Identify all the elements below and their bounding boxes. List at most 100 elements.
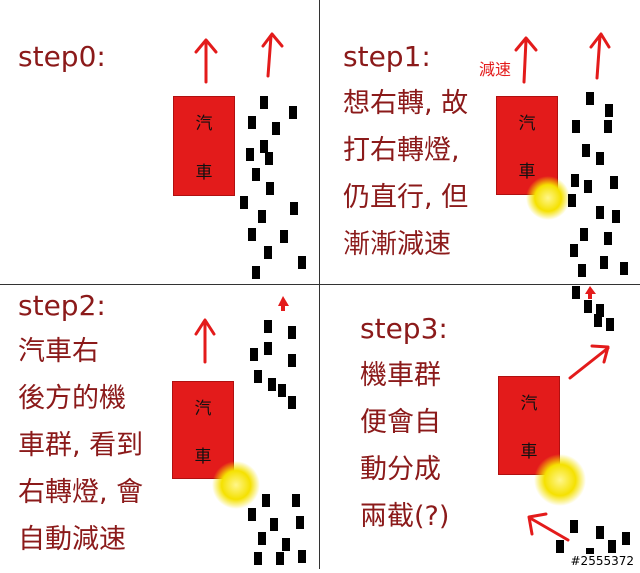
step2-line: 右轉燈, 會: [18, 477, 144, 508]
motorcycle-mark: [289, 106, 297, 119]
step2-label: step2:: [18, 289, 106, 322]
motorcycle-mark: [594, 314, 602, 327]
motorcycle-mark: [290, 202, 298, 215]
step2-description: 汽車右 後方的機 車群, 看到 右轉燈, 會 自動減速: [18, 338, 143, 573]
motorcycle-mark: [288, 396, 296, 409]
motorcycle-mark: [596, 206, 604, 219]
motorcycle-mark: [584, 300, 592, 313]
step1-line: 打右轉燈,: [343, 135, 460, 166]
car-char-2: 車: [195, 163, 213, 183]
up-arrow-icon: [261, 32, 284, 78]
motorcycle-mark: [608, 540, 616, 553]
motorcycle-mark: [248, 116, 256, 129]
motorcycle-mark: [596, 526, 604, 539]
step0-label: step0:: [18, 40, 106, 73]
slow-down-label: 減速: [479, 60, 512, 79]
motorcycle-mark: [572, 286, 580, 299]
motorcycle-mark: [582, 144, 590, 157]
motorcycle-mark: [280, 230, 288, 243]
motorcycle-mark: [580, 228, 588, 241]
motorcycle-mark: [246, 148, 254, 161]
motorcycle-mark: [258, 210, 266, 223]
motorcycle-mark: [596, 304, 604, 317]
car-char-1: 汽: [194, 398, 212, 419]
motorcycle-mark: [605, 104, 613, 117]
motorcycle-mark: [612, 210, 620, 223]
motorcycle-mark: [572, 120, 580, 133]
motorcycle-mark: [620, 262, 628, 275]
motorcycle-mark: [252, 266, 260, 279]
horizontal-divider: [0, 284, 640, 285]
motorcycle-mark: [596, 152, 604, 165]
up-arrow-icon: [194, 318, 216, 364]
car-step2: 汽 車: [172, 381, 234, 479]
turn-signal-glow: [526, 176, 570, 220]
motorcycle-mark: [570, 520, 578, 533]
step1-line: 仍直行, 但: [343, 182, 469, 213]
up-arrow-icon: [514, 36, 538, 84]
motorcycle-mark: [604, 232, 612, 245]
motorcycle-mark: [282, 538, 290, 551]
motorcycle-mark: [264, 246, 272, 259]
motorcycle-mark: [292, 494, 300, 507]
motorcycle-mark: [288, 326, 296, 339]
motorcycle-mark: [600, 256, 608, 269]
motorcycle-mark: [610, 176, 618, 189]
step3-line: 便會自: [360, 407, 441, 438]
up-arrow-icon: [194, 38, 218, 84]
motorcycle-mark: [298, 550, 306, 563]
motorcycle-mark: [254, 370, 262, 383]
car-step0: 汽 車: [173, 96, 235, 196]
motorcycle-mark: [298, 256, 306, 269]
step1-line: 漸漸減速: [343, 229, 451, 260]
motorcycle-mark: [264, 342, 272, 355]
motorcycle-mark: [268, 378, 276, 391]
motorcycle-mark: [276, 552, 284, 565]
motorcycle-mark: [584, 180, 592, 193]
step1-line: 想右轉, 故: [343, 88, 469, 119]
motorcycle-mark: [265, 152, 273, 165]
small-arrow-icon: [585, 286, 596, 294]
small-arrow-icon: [278, 296, 289, 306]
motorcycle-mark: [606, 318, 614, 331]
motorcycle-mark: [260, 96, 268, 109]
step3-line: 兩截(?): [360, 501, 450, 532]
step3-description: 機車群 便會自 動分成 兩截(?): [360, 362, 449, 550]
motorcycle-mark: [248, 508, 256, 521]
car-char-2: 車: [520, 442, 538, 463]
motorcycle-mark: [571, 174, 579, 187]
motorcycle-mark: [272, 122, 280, 135]
motorcycle-mark: [570, 244, 578, 257]
motorcycle-mark: [264, 320, 272, 333]
up-arrow-icon: [589, 32, 611, 80]
step3-label: step3:: [360, 312, 448, 345]
motorcycle-mark: [266, 182, 274, 195]
motorcycle-mark: [604, 120, 612, 133]
motorcycle-mark: [258, 532, 266, 545]
motorcycle-mark: [622, 532, 630, 545]
motorcycle-mark: [254, 552, 262, 565]
diagonal-arrow-icon: [568, 344, 610, 380]
step2-line: 後方的機: [18, 383, 126, 414]
motorcycle-mark: [270, 518, 278, 531]
car-char-1: 汽: [520, 393, 538, 414]
motorcycle-mark: [260, 140, 268, 153]
step2-line: 車群, 看到: [18, 430, 144, 461]
motorcycle-mark: [248, 228, 256, 241]
car-char-1: 汽: [518, 113, 536, 134]
motorcycle-mark: [288, 354, 296, 367]
motorcycle-mark: [262, 494, 270, 507]
motorcycle-mark: [252, 168, 260, 181]
motorcycle-mark: [586, 92, 594, 105]
step1-label: step1:: [343, 40, 431, 73]
motorcycle-mark: [296, 516, 304, 529]
motorcycle-mark: [250, 348, 258, 361]
step2-line: 自動減速: [18, 524, 126, 555]
car-char-1: 汽: [195, 114, 213, 134]
diagonal-arrow-icon: [527, 512, 570, 542]
car-char-2: 車: [518, 162, 536, 183]
step3-line: 機車群: [360, 360, 441, 391]
turn-signal-glow: [212, 461, 260, 509]
step1-description: 想右轉, 故 打右轉燈, 仍直行, 但 漸漸減速: [343, 90, 468, 278]
